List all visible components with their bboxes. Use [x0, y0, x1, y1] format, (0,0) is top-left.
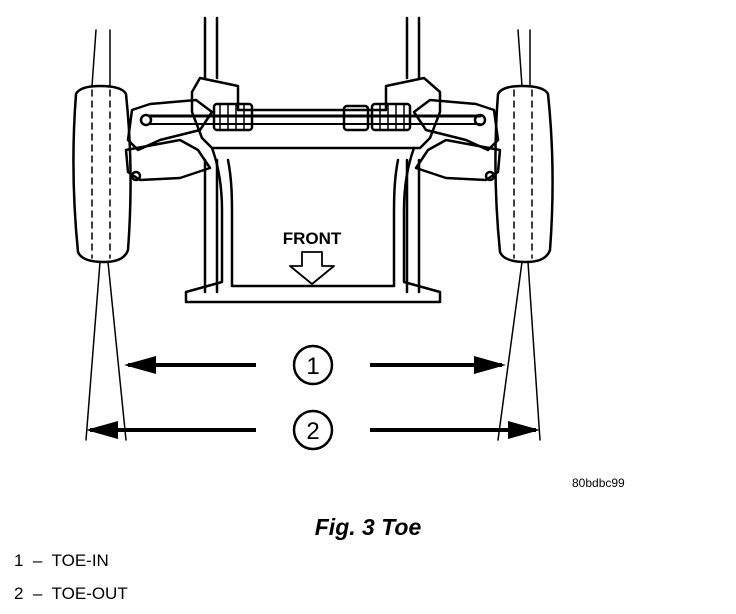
front-label: FRONT — [283, 229, 342, 248]
left-tire — [72, 84, 132, 264]
legend-number: 1 — [14, 551, 24, 570]
right-tire — [494, 84, 554, 264]
steering-rack — [130, 102, 496, 182]
legend-text: TOE-OUT — [51, 584, 128, 603]
frame-rails — [203, 16, 421, 294]
callout-2-label: 2 — [306, 418, 319, 445]
right-knuckle — [412, 98, 500, 152]
toe-out-dimension — [86, 421, 540, 439]
figure-caption: Fig. 3 Toe — [314, 514, 422, 540]
legend-item-toe-out: 2 – TOE-OUT — [14, 584, 128, 604]
legend-number: 2 — [14, 584, 24, 603]
legend-text: TOE-IN — [51, 551, 109, 570]
legend-dash: – — [32, 551, 43, 570]
toe-lines — [85, 261, 541, 441]
tire-centerlines-top — [91, 29, 531, 87]
right-control-arm — [414, 138, 502, 182]
toe-diagram: FRONT 1 2 80bdbc99 — [72, 16, 625, 490]
left-knuckle — [126, 98, 214, 152]
k-frame-outline — [184, 146, 442, 304]
image-code: 80bdbc99 — [572, 476, 625, 490]
callout-1-label: 1 — [306, 353, 319, 380]
k-frame-inner — [226, 158, 400, 288]
callout-1-circle — [292, 344, 334, 386]
front-arrow — [289, 251, 335, 285]
left-control-arm — [124, 138, 212, 182]
crossmember — [190, 76, 442, 150]
legend-dash: – — [32, 584, 43, 603]
toe-in-dimension — [124, 356, 506, 374]
legend-item-toe-in: 1 – TOE-IN — [14, 551, 109, 571]
callout-2-circle — [292, 409, 334, 451]
